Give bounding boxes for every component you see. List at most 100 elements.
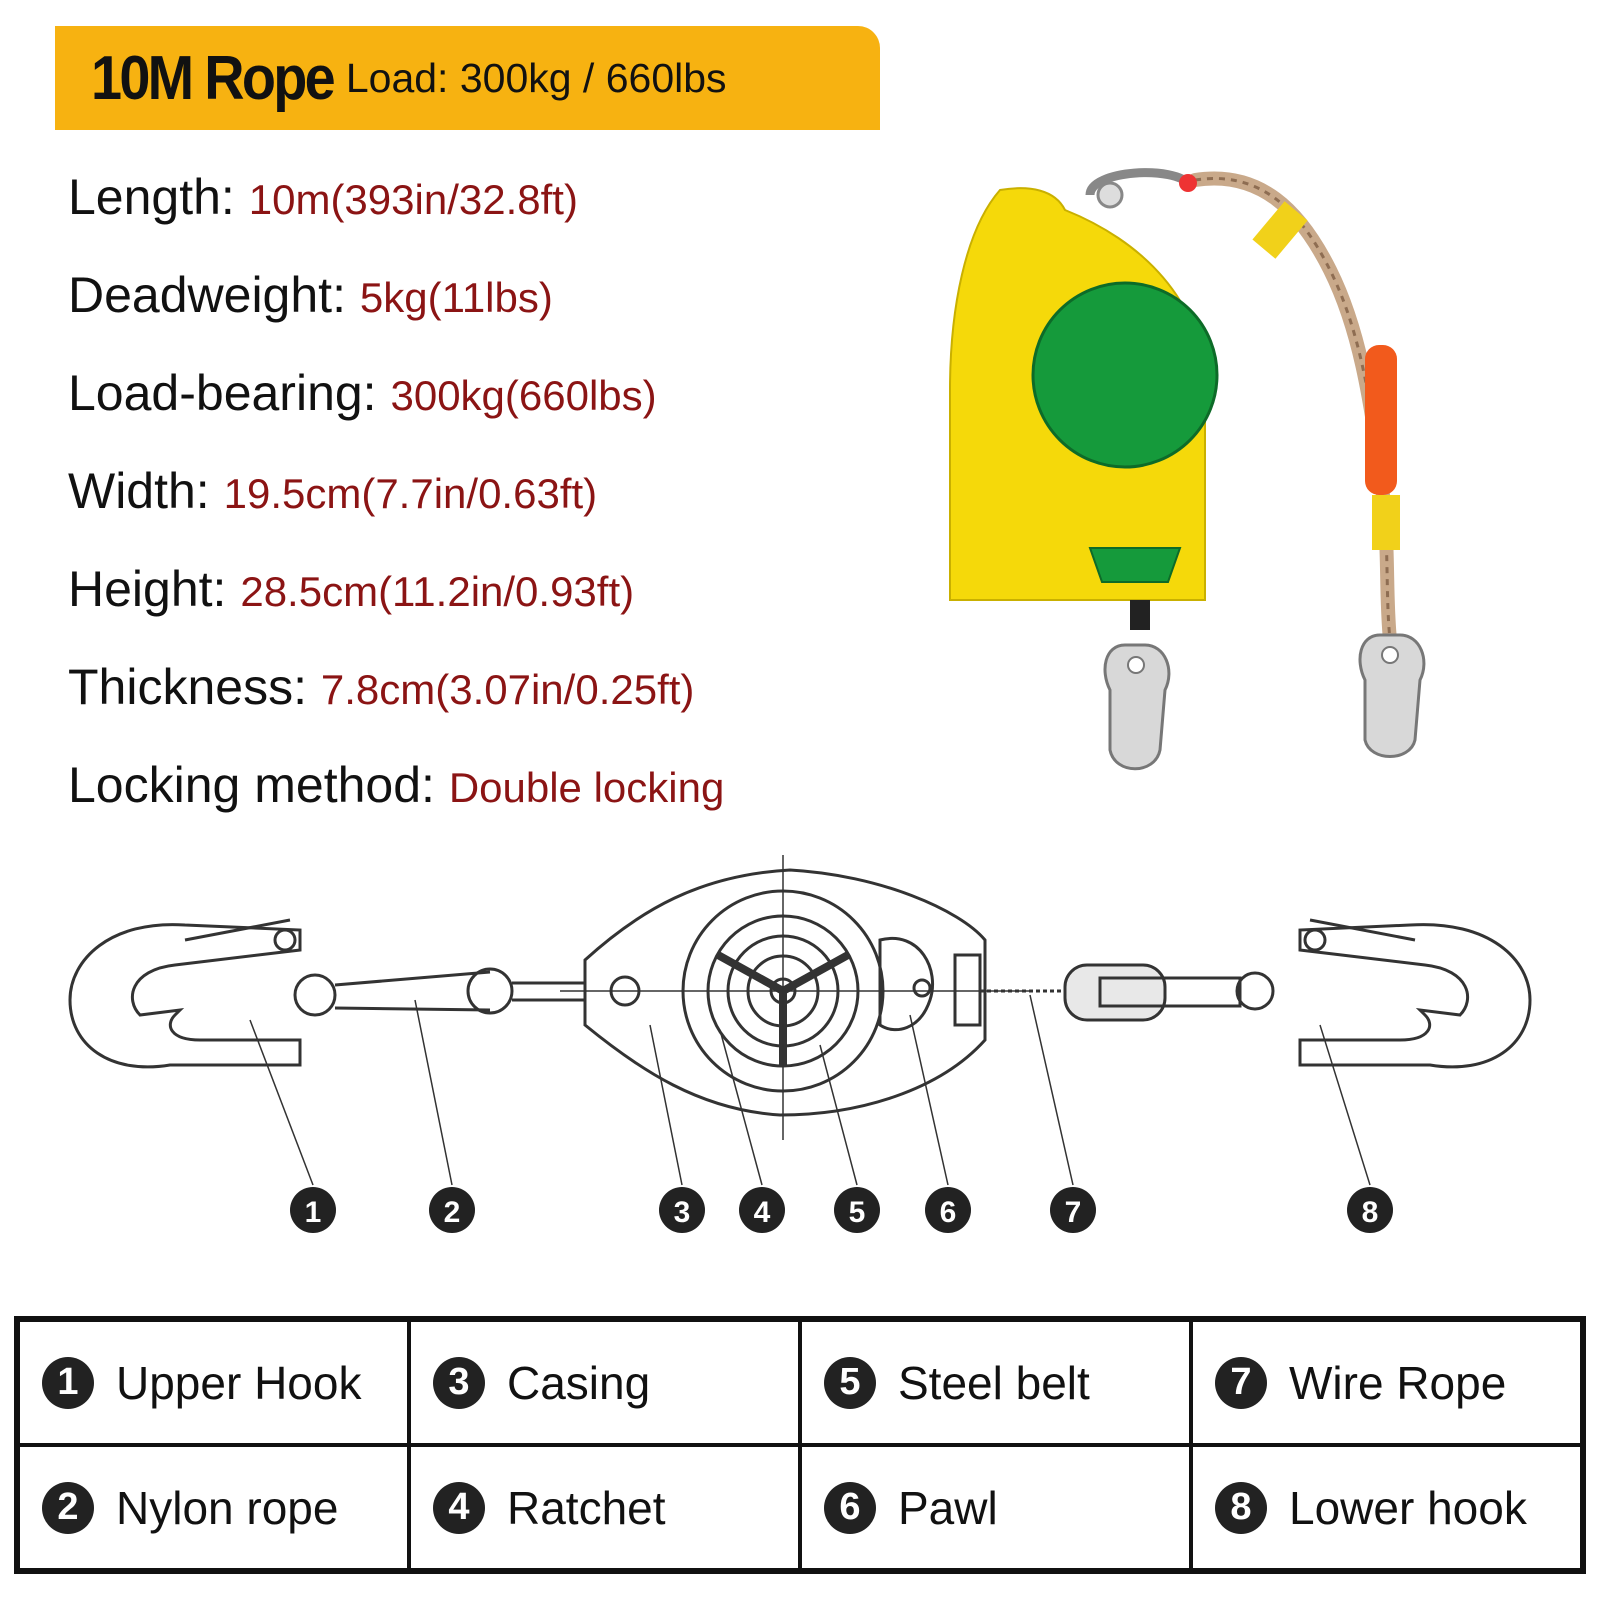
spec-label: Height: (68, 561, 227, 617)
diagram-number-label: 6 (940, 1196, 957, 1229)
legend-cell-wire-rope: 7 Wire Rope (1191, 1320, 1582, 1445)
hook-pivot (273, 928, 297, 952)
legend-label: Nylon rope (116, 1481, 339, 1534)
legend-number: 8 (1215, 1481, 1267, 1534)
legend-cell-ratchet: 4 Ratchet (409, 1445, 800, 1570)
spec-locking-method: Locking method: Double locking (68, 756, 724, 814)
spec-deadweight: Deadweight: 5kg(11lbs) (68, 266, 553, 324)
casing-outline (583, 868, 987, 1117)
spec-value: Double locking (448, 764, 725, 811)
rope-joint (466, 967, 514, 1015)
hook-gate (1309, 918, 1416, 942)
spec-load-bearing: Load-bearing: 300kg(660lbs) (68, 364, 657, 422)
diagram-number-label: 8 (1362, 1196, 1379, 1229)
pawl-pivot (912, 978, 932, 998)
diagram-number-8 (1347, 1187, 1393, 1233)
parts-legend-table: 1 Upper Hook 3 Casing 5 Steel belt 7 Wir… (14, 1316, 1586, 1574)
legend-cell-steel-belt: 5 Steel belt (800, 1320, 1191, 1445)
lower-hook-outline (1298, 923, 1532, 1069)
spec-value: 300kg(660lbs) (390, 372, 657, 419)
lanyard-sleeve-orange (1365, 345, 1397, 495)
leader-4 (719, 1029, 763, 1186)
banner-title: 10M Rope (91, 43, 336, 113)
legend-label: Steel belt (898, 1356, 1090, 1409)
diagram-number-4 (739, 1187, 785, 1233)
diagram-number-label: 1 (305, 1196, 322, 1229)
spec-label: Locking method: (68, 757, 435, 813)
leader-1 (249, 1019, 314, 1186)
wire-guide (953, 953, 982, 1027)
spec-label: Width: (68, 463, 210, 519)
diagram-number-label: 3 (674, 1196, 691, 1229)
legend-label: Casing (507, 1356, 651, 1409)
shackle-bolt (1096, 181, 1124, 209)
lanyard-sleeve-yellow-2 (1372, 495, 1400, 550)
shackle-ring (1179, 174, 1197, 192)
legend-number: 6 (824, 1481, 876, 1534)
pawl-outline (878, 936, 935, 1032)
legend-number: 1 (42, 1356, 94, 1409)
green-label-window (1088, 547, 1182, 583)
legend-number: 3 (433, 1356, 485, 1409)
legend-label: Wire Rope (1289, 1356, 1507, 1409)
diagram-number-label: 4 (754, 1196, 771, 1229)
spec-label: Length: (68, 169, 235, 225)
lanyard-sleeve-yellow (1252, 201, 1308, 259)
nylon-rope-outline (334, 970, 491, 1012)
rope-eye (293, 973, 337, 1017)
spec-length: Length: 10m(393in/32.8ft) (68, 168, 578, 226)
diagram-number-label: 7 (1065, 1196, 1082, 1229)
spec-value: 28.5cm(11.2in/0.93ft) (240, 568, 635, 615)
spec-thickness: Thickness: 7.8cm(3.07in/0.25ft) (68, 658, 694, 716)
spec-label: Thickness: (68, 659, 307, 715)
spec-width: Width: 19.5cm(7.7in/0.63ft) (68, 462, 597, 520)
legend-cell-pawl: 6 Pawl (800, 1445, 1191, 1570)
wire-thimble (1098, 976, 1242, 1008)
spec-label: Deadweight: (68, 267, 346, 323)
legend-cell-casing: 3 Casing (409, 1320, 800, 1445)
leader-7 (1029, 994, 1074, 1186)
spec-label: Load-bearing: (68, 365, 377, 421)
leader-8 (1319, 1024, 1371, 1186)
leader-5 (819, 1044, 858, 1186)
legend-cell-nylon-rope: 2 Nylon rope (18, 1445, 409, 1570)
hook-eye (1127, 656, 1145, 674)
exploded-diagram: 1 2 3 4 5 6 7 8 (68, 855, 1532, 1233)
hook-pivot (1303, 928, 1327, 952)
legend-number: 7 (1215, 1356, 1267, 1409)
diagram-number-label: 2 (444, 1196, 461, 1229)
legend-cell-lower-hook: 8 Lower hook (1191, 1445, 1582, 1570)
leader-3 (649, 1024, 683, 1186)
upper-hook-outline (68, 923, 302, 1069)
leader-6 (909, 1014, 949, 1186)
title-banner: 10M Rope Load: 300kg / 660lbs (55, 26, 880, 130)
legend-number: 2 (42, 1481, 94, 1534)
rope-braid (1194, 177, 1392, 641)
hook-eye (1381, 646, 1399, 664)
lanyard-rope (1188, 171, 1397, 647)
legend-number: 5 (824, 1356, 876, 1409)
fall-arrester-device (949, 168, 1426, 771)
green-cover (1031, 281, 1219, 469)
legend-label: Lower hook (1289, 1481, 1527, 1534)
diagram-number-3 (659, 1187, 705, 1233)
legend-number: 4 (433, 1481, 485, 1534)
diagram-number-6 (925, 1187, 971, 1233)
wire-exit (1130, 600, 1150, 630)
diagram-number-2 (429, 1187, 475, 1233)
banner-load: Load: 300kg / 660lbs (345, 54, 727, 101)
lower-snap-hook (1103, 643, 1171, 771)
legend-label: Ratchet (507, 1481, 666, 1534)
leader-2 (414, 999, 453, 1186)
legend-cell-upper-hook: 1 Upper Hook (18, 1320, 409, 1445)
spec-value: 10m(393in/32.8ft) (248, 176, 578, 223)
diagram-number-7 (1050, 1187, 1096, 1233)
spec-height: Height: 28.5cm(11.2in/0.93ft) (68, 560, 634, 618)
spec-value: 19.5cm(7.7in/0.63ft) (223, 470, 598, 517)
hook-gate (184, 918, 291, 942)
lanyard-snap-hook (1358, 633, 1426, 758)
diagram-number-5 (834, 1187, 880, 1233)
lower-hook-eye (1235, 971, 1275, 1011)
diagram-number-label: 5 (849, 1196, 866, 1229)
wire-crimp (1063, 963, 1167, 1022)
